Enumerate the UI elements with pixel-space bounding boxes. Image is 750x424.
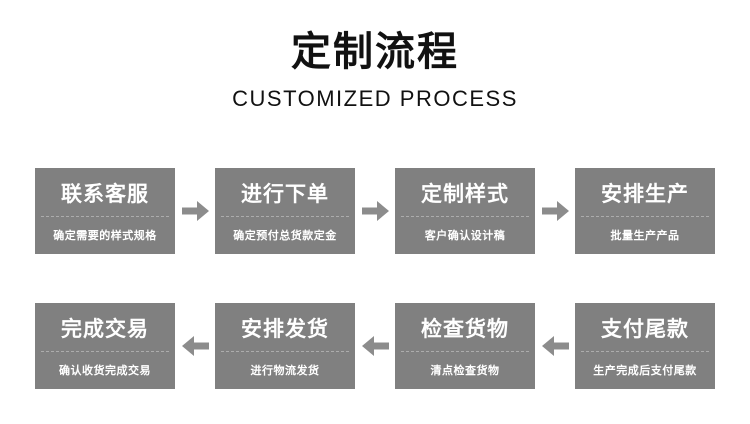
step-divider	[581, 216, 709, 218]
step-divider	[581, 351, 709, 353]
step-description: 确定预付总货款定金	[233, 229, 337, 242]
step-divider	[41, 216, 169, 218]
page-subtitle: CUSTOMIZED PROCESS	[232, 86, 518, 111]
process-row-2: 完成交易 确认收货完成交易 安排发货 进行物流发货 检查货物 清点检查货物 支付…	[35, 303, 715, 389]
step-divider	[221, 216, 349, 218]
process-step-card[interactable]: 支付尾款 生产完成后支付尾款	[575, 303, 715, 389]
step-title: 支付尾款	[601, 317, 689, 341]
step-divider	[41, 351, 169, 353]
process-step-card[interactable]: 定制样式 客户确认设计稿	[395, 168, 535, 254]
process-row-1: 联系客服 确定需要的样式规格 进行下单 确定预付总货款定金 定制样式 客户确认设…	[35, 168, 715, 254]
step-title: 安排生产	[601, 182, 689, 206]
step-title: 进行下单	[241, 182, 329, 206]
step-title: 安排发货	[241, 317, 329, 341]
step-description: 进行物流发货	[250, 364, 320, 377]
process-step-card[interactable]: 联系客服 确定需要的样式规格	[35, 168, 175, 254]
process-step-card[interactable]: 安排发货 进行物流发货	[215, 303, 355, 389]
arrow-right-icon	[355, 168, 395, 254]
process-step-card[interactable]: 完成交易 确认收货完成交易	[35, 303, 175, 389]
step-title: 完成交易	[61, 317, 149, 341]
step-divider	[401, 216, 529, 218]
arrow-right-icon	[175, 168, 215, 254]
page-header: 定制流程 CUSTOMIZED PROCESS	[0, 28, 750, 112]
step-description: 确认收货完成交易	[59, 364, 151, 377]
step-divider	[221, 351, 349, 353]
step-title: 定制样式	[421, 182, 509, 206]
process-step-card[interactable]: 进行下单 确定预付总货款定金	[215, 168, 355, 254]
step-description: 批量生产产品	[610, 229, 680, 242]
step-description: 生产完成后支付尾款	[593, 364, 697, 377]
step-title: 检查货物	[421, 317, 509, 341]
page-title: 定制流程	[291, 29, 459, 75]
arrow-left-icon	[355, 303, 395, 389]
process-step-card[interactable]: 检查货物 清点检查货物	[395, 303, 535, 389]
step-title: 联系客服	[61, 182, 149, 206]
step-divider	[401, 351, 529, 353]
arrow-left-icon	[175, 303, 215, 389]
arrow-right-icon	[535, 168, 575, 254]
arrow-left-icon	[535, 303, 575, 389]
step-description: 确定需要的样式规格	[53, 229, 157, 242]
step-description: 客户确认设计稿	[424, 229, 506, 242]
step-description: 清点检查货物	[430, 364, 500, 377]
process-step-card[interactable]: 安排生产 批量生产产品	[575, 168, 715, 254]
